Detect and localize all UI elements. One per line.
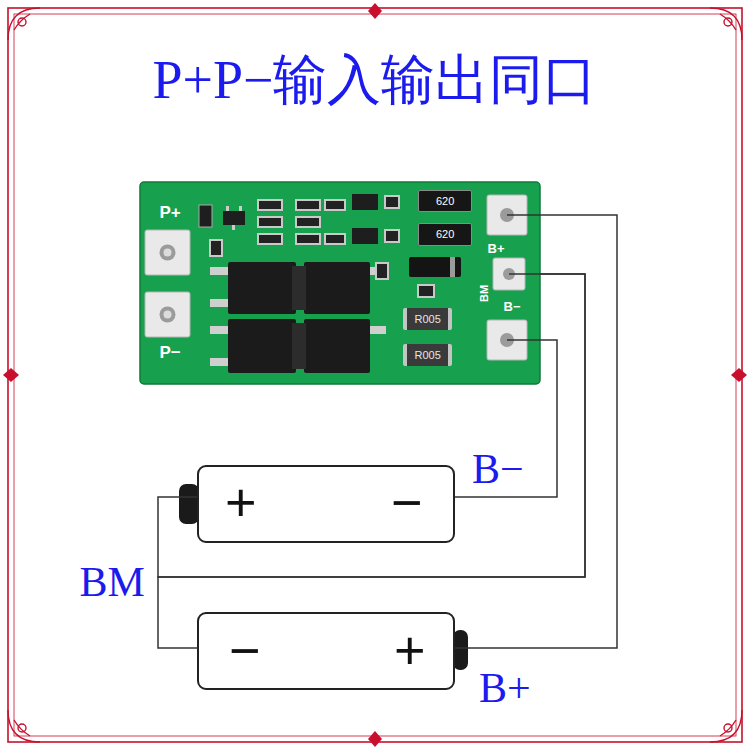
pad-hole	[164, 249, 172, 257]
mosfets	[210, 262, 386, 373]
mosfet	[304, 262, 370, 314]
wire	[158, 274, 585, 648]
resistor: 620	[418, 190, 472, 212]
pad-label: BM	[479, 284, 490, 301]
pad	[145, 230, 190, 275]
pad-hole	[160, 245, 176, 261]
polarity-sign: −	[391, 475, 423, 529]
smd-part	[258, 200, 282, 210]
diode-band	[450, 257, 455, 277]
edge-ornament	[731, 368, 747, 382]
smd-part	[210, 240, 222, 256]
pad	[145, 292, 190, 337]
smd-part	[258, 234, 282, 244]
battery-terminal	[453, 630, 468, 670]
terminal-label: B−	[472, 448, 524, 490]
smd-part	[296, 217, 320, 227]
frame	[8, 8, 742, 742]
resistor-code: R005	[415, 350, 441, 361]
resistor: R005	[403, 344, 452, 366]
mosfet-lead	[210, 326, 230, 334]
wire	[455, 340, 557, 497]
resistor-code: R005	[415, 314, 441, 325]
smd-part	[385, 230, 399, 242]
edge-ornament	[3, 368, 19, 382]
mosfet-tab	[292, 323, 306, 369]
mosfet-tab	[292, 266, 306, 310]
polarity-sign: +	[225, 475, 257, 529]
smd-part	[296, 200, 320, 210]
pcb	[140, 182, 540, 384]
mosfet-lead	[210, 267, 230, 275]
pad-hole	[160, 307, 176, 323]
battery-cell: −+	[197, 612, 455, 690]
ic	[352, 194, 378, 210]
ic-lead	[239, 206, 242, 211]
smd-part	[325, 200, 345, 210]
wire-stub	[507, 214, 540, 216]
diode	[409, 257, 461, 277]
mosfet	[228, 319, 296, 373]
resistor-code: 620	[436, 196, 454, 207]
smd-part	[418, 285, 434, 297]
wire-stub	[509, 273, 540, 275]
edge-ornament	[368, 3, 382, 19]
mosfet-lead	[210, 299, 230, 307]
corner-ornament	[710, 710, 742, 742]
corner-ornament	[710, 8, 742, 40]
frame-outer	[8, 8, 742, 742]
wire	[158, 274, 585, 577]
title: P+P−输入输出同口	[153, 53, 598, 107]
terminal-label: BM	[80, 561, 145, 603]
edge-ornament	[368, 731, 382, 747]
smd-part	[199, 205, 212, 227]
pad-label: P−	[160, 344, 181, 361]
battery-terminal	[179, 484, 199, 524]
pad-hole	[164, 311, 172, 319]
resistor-code: 620	[436, 229, 454, 240]
frame-marks	[3, 3, 747, 747]
frame-inner	[14, 14, 736, 736]
resistor: 620	[418, 223, 472, 246]
ic	[352, 228, 378, 244]
corner-ornament	[8, 8, 40, 40]
mosfet	[228, 262, 296, 314]
smd-part	[296, 234, 320, 244]
pad-label: B−	[504, 300, 521, 313]
ic	[223, 211, 245, 225]
pad-label: P+	[160, 204, 181, 221]
pcb-board: P+P−B+BMB−620620R005R005	[140, 182, 540, 384]
smd-part	[258, 217, 282, 227]
wire	[455, 215, 617, 648]
resistor: R005	[403, 308, 452, 330]
smd-part	[385, 196, 399, 208]
mosfet	[304, 319, 370, 373]
wire-stubs	[507, 215, 540, 340]
ic-lead	[226, 206, 229, 211]
ic-lead	[232, 225, 235, 230]
smd-part	[325, 234, 345, 244]
polarity-sign: +	[394, 623, 426, 677]
smd-part	[376, 263, 388, 279]
mosfet-lead	[368, 326, 386, 334]
mosfet-lead	[210, 358, 230, 366]
corner-ornament	[8, 710, 40, 742]
polarity-sign: −	[229, 623, 261, 677]
terminal-label: B+	[479, 667, 531, 709]
wire-stub	[507, 339, 540, 341]
battery-cell: +−	[197, 465, 455, 543]
pad-label: B+	[488, 242, 505, 255]
